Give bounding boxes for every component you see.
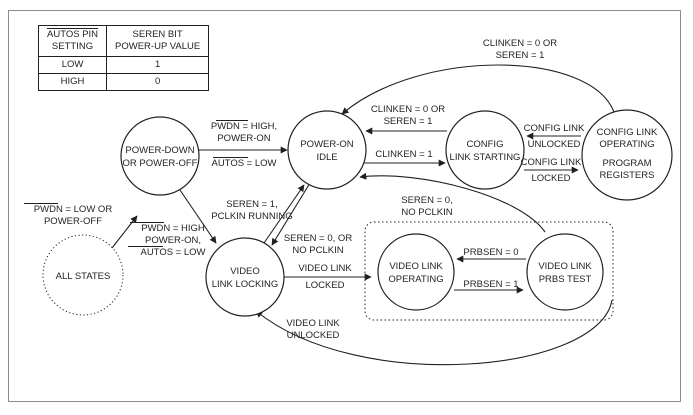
edge-line-vlo-to-poi [359,172,546,233]
edge-label-clo-to-poi: CLINKEN = 0 OR SEREN = 1 [483,38,557,61]
legend-header-row: AUTOS PIN SETTING SEREN BIT POWER-UP VAL… [37,25,210,57]
node-power-down-label-2: OR POWER-OFF [123,158,198,169]
node-power-on-idle-label-1: POWER-ON [300,139,353,150]
edge-line-all-to-pd [111,215,138,249]
node-config-link-operating-circle [581,109,673,201]
edge-label-all-to-vll: PWDN = HIGH POWER-ON, AUTOS = LOW [128,222,206,258]
edge-label-cls-to-poi: CLINKEN = 0 OR SEREN = 1 [371,104,445,127]
edge-label-vll-to-poi: SEREN = 0, OR NO PCLKIN [284,233,353,256]
edge-label-cls-to-poi-line1: CLINKEN = 0 OR [371,104,445,115]
node-video-link-operating-label-2: OPERATING [388,274,443,285]
edge-label-vll-to-vlo-line2: LOCKED [305,280,344,291]
edge-label-poi-to-vll: SEREN = 1, PCLKIN RUNNING [211,199,292,222]
edge-label-all-to-pd-line2: POWER-OFF [44,216,102,227]
edge-label-all-to-vll-line3: AUTOS = LOW [140,247,205,258]
node-power-down-circle [120,116,200,196]
edge-label-vlprbs-to-vlo: PRBSEN = 0 [463,247,518,258]
node-config-link-starting-label-1: CONFIG [467,139,504,150]
legend-header-autos-line1: AUTOS PIN [47,29,99,40]
video-link-group-box [364,221,614,321]
node-all-states-label-1: ALL STATES [56,271,111,282]
node-video-link-locking-label-2: LINK LOCKING [212,279,279,290]
node-config-link-starting-label-2: LINK STARTING [450,152,521,163]
node-all-states[interactable]: ALL STATES [42,234,124,316]
edge-label-vll-to-poi-line2: NO PCLKIN [292,245,343,256]
edge-label-pd-to-poi-line1: PWDN = HIGH, [211,121,277,132]
edge-label-poi-to-vll-line1: SEREN = 1, [226,199,277,210]
legend-header-seren-line1: SEREN BIT [132,29,183,40]
edge-label-vlo-to-poi-line2: NO PCLKIN [401,207,452,218]
edge-label-clo-to-cls: CONFIG LINK UNLOCKED [524,123,585,150]
edge-label-poi-to-vll-line2: PCLKIN RUNNING [211,211,292,222]
node-video-link-locking-label-1: VIDEO [230,266,260,277]
node-video-link-operating-label-1: VIDEO LINK [389,261,443,272]
node-power-on-idle-circle [287,110,367,190]
edge-label-vll-to-vlo: VIDEO LINK LOCKED [298,263,352,291]
edge-label-clo-to-cls-line2: UNLOCKED [528,139,581,150]
node-power-down-label-1: POWER-DOWN [125,145,194,156]
autos-seren-legend-table: AUTOS PIN SETTING SEREN BIT POWER-UP VAL… [37,25,210,91]
edge-label-pd-to-poi: PWDN = HIGH, POWER-ON AUTOS = LOW [211,120,277,169]
edge-label-vlo-to-vlprbs: PRBSEN = 1 [463,279,518,290]
node-config-link-operating-label-4: REGISTERS [600,170,655,181]
node-video-link-prbs-test[interactable]: VIDEO LINK PRBS TEST [526,233,604,311]
edge-line-all-to-vll [179,189,217,244]
edge-label-all-to-vll-line1: PWDN = HIGH [141,223,205,234]
node-config-link-operating-label-1: CONFIG LINK [597,127,658,138]
node-video-link-prbs-test-label-2: PRBS TEST [539,274,592,285]
edge-labels: PWDN = HIGH, POWER-ON AUTOS = LOW PWDN =… [24,38,585,341]
node-config-link-starting-circle [445,110,525,190]
node-config-link-operating-label-3: PROGRAM [602,158,651,169]
edge-label-vlo-to-vlprbs-line1: PRBSEN = 1 [463,279,518,290]
edge-label-cls-to-poi-line2: SEREN = 1 [384,116,433,127]
edge-label-vlprbs-to-vlo-line1: PRBSEN = 0 [463,247,518,258]
legend-header-seren: SEREN BIT POWER-UP VALUE [106,25,210,57]
node-video-link-prbs-test-circle [526,233,604,311]
edge-label-all-to-vll-line2: POWER-ON, [145,235,201,246]
legend-header-autos-line2: SETTING [51,41,94,52]
edge-label-vlo-to-poi: SEREN = 0, NO PCLKIN [401,195,452,218]
edge-label-poi-to-cls: CLINKEN = 1 [375,149,432,160]
edge-label-cls-to-clo-line1: CONFIG LINK [521,157,582,168]
edge-label-clo-to-poi-line2: SEREN = 1 [496,50,545,61]
node-config-link-starting[interactable]: CONFIG LINK STARTING [445,110,525,190]
edge-line-poi-to-vll [271,182,311,246]
edge-label-pd-to-poi-line3: AUTOS = LOW [211,158,276,169]
edge-label-all-to-pd: PWDN = LOW OR POWER-OFF [24,203,113,227]
edge-label-all-to-pd-line1: PWDN = LOW OR [34,204,113,215]
edge-label-pd-to-poi-line2: POWER-ON [217,133,270,144]
legend-row-high: HIGH 0 [37,73,210,91]
node-power-on-idle[interactable]: POWER-ON IDLE [287,110,367,190]
edge-label-vll-to-vlo-line1: VIDEO LINK [298,263,352,274]
edge-label-cls-to-clo-line2: LOCKED [531,173,570,184]
edge-line-vll-to-poi [263,184,305,244]
node-video-link-operating[interactable]: VIDEO LINK OPERATING [377,233,455,311]
edge-label-vlbox-to-vll: VIDEO LINK UNLOCKED [286,318,340,341]
edge-label-vll-to-poi-line1: SEREN = 0, OR [284,233,353,244]
node-power-down[interactable]: POWER-DOWN OR POWER-OFF [120,116,200,196]
edge-label-cls-to-clo: CONFIG LINK LOCKED [521,157,582,184]
edge-label-vlbox-to-vll-line2: UNLOCKED [287,330,340,341]
edge-label-vlo-to-poi-line1: SEREN = 0, [401,195,452,206]
edge-label-poi-to-cls-line1: CLINKEN = 1 [375,149,432,160]
legend-header-autos: AUTOS PIN SETTING [37,25,108,57]
node-all-states-circle [42,234,124,316]
edge-lines [111,64,615,366]
edge-line-clo-to-poi [341,64,615,115]
edge-label-clo-to-cls-line1: CONFIG LINK [524,123,585,134]
node-config-link-operating-label-2: OPERATING [599,139,654,150]
node-video-link-locking-circle [205,237,285,317]
legend-cell-value-high: 0 [106,73,210,91]
legend-header-seren-line2: POWER-UP VALUE [115,41,201,52]
node-power-on-idle-label-2: IDLE [316,152,337,163]
node-config-link-operating[interactable]: CONFIG LINK OPERATING PROGRAM REGISTERS [581,109,673,201]
node-video-link-prbs-test-label-1: VIDEO LINK [538,261,592,272]
node-video-link-operating-circle [377,233,455,311]
edge-label-clo-to-poi-line1: CLINKEN = 0 OR [483,38,557,49]
node-video-link-locking[interactable]: VIDEO LINK LOCKING [205,237,285,317]
edge-label-vlbox-to-vll-line1: VIDEO LINK [286,318,340,329]
edge-line-vlbox-to-vll [255,299,613,366]
